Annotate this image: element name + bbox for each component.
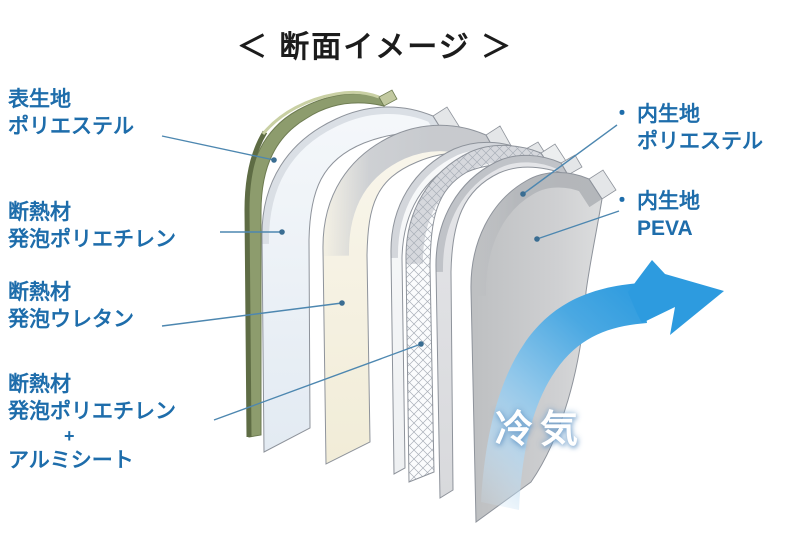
label-outer-fabric: 表生地 ポリエステル <box>8 86 134 140</box>
label-line: 発泡ポリエチレン <box>8 400 176 423</box>
layer-inner-polyester <box>435 154 583 499</box>
label-inner-peva: ・ 内生地 PEVA <box>612 188 700 242</box>
cold-air-arrow <box>481 260 724 510</box>
page-title: ＜ 断面イメージ ＞ <box>236 31 514 64</box>
bullet-icon: ・ <box>612 190 632 212</box>
leader-inner-polyester <box>522 124 618 195</box>
label-insulation-foam-pe: 断熱材 発泡ポリエチレン <box>8 199 176 253</box>
layer-inner-peva <box>470 169 617 523</box>
leader-lines <box>161 124 620 421</box>
cold-air-arrow-body <box>481 283 647 510</box>
leader-outer-fabric <box>161 135 275 161</box>
label-line: 表生地 <box>8 88 71 111</box>
label-line: PEVA <box>637 217 693 240</box>
label-line: 発泡ウレタン <box>8 308 134 331</box>
cold-air-arrow-head <box>628 260 724 335</box>
label-line: 内生地 <box>637 103 700 126</box>
leader-pe-alu <box>213 343 422 421</box>
label-plus-sign: + <box>64 426 75 446</box>
leader-urethane <box>161 302 343 327</box>
label-line: 内生地 <box>637 190 700 213</box>
bullet-icon: ・ <box>612 103 632 125</box>
label-inner-polyester: ・ 内生地 ポリエステル <box>612 101 763 155</box>
label-insulation-foam-pe-alu: 断熱材 発泡ポリエチレン + アルミシート <box>8 371 176 474</box>
label-line: アルミシート <box>8 449 134 472</box>
label-insulation-urethane: 断熱材 発泡ウレタン <box>8 279 134 333</box>
label-line: 発泡ポリエチレン <box>8 228 176 251</box>
label-line: 断熱材 <box>8 281 71 304</box>
label-line: 断熱材 <box>8 201 71 224</box>
label-line: ポリエステル <box>637 130 763 153</box>
cold-air-label: 冷気 <box>495 409 586 451</box>
label-line: ポリエステル <box>8 115 134 138</box>
label-line: 断熱材 <box>8 373 71 396</box>
leader-inner-peva <box>536 210 620 240</box>
